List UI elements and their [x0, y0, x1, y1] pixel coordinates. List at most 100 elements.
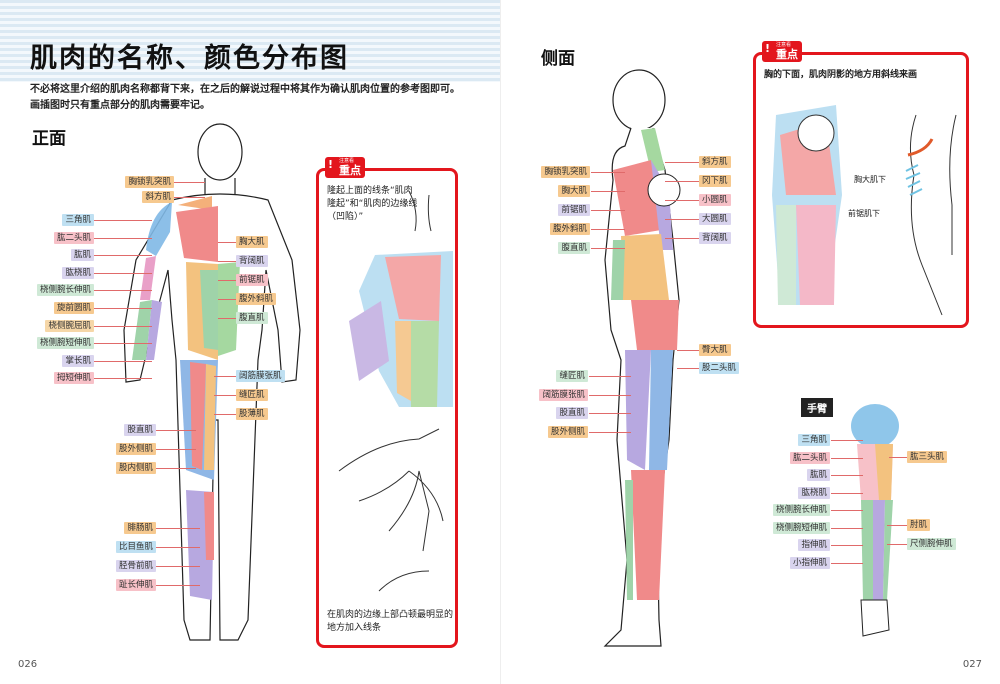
leader-line [831, 492, 863, 494]
muscle-label: 小圆肌 [699, 194, 731, 206]
muscle-label: 股内侧肌 [115, 462, 156, 474]
muscle-label: 股薄肌 [236, 408, 268, 420]
muscle-label: 腓肠肌 [124, 522, 156, 534]
note-chest: 胸大肌下 [854, 175, 886, 184]
muscle-label: 腹直肌 [236, 312, 268, 324]
muscle-label: 前锯肌 [236, 274, 268, 286]
muscle-label: 桡侧腕短伸肌 [772, 521, 830, 534]
leader-line [94, 325, 152, 327]
leader-line [174, 182, 205, 183]
torso-sketch [338, 190, 453, 592]
muscle-label: 背阔肌 [236, 255, 268, 267]
callout-front: !注意看重点 隆起上面的线条“肌肉隆起”和“肌肉的边缘线（凹陷）” 在肌肉的边缘… [316, 157, 458, 648]
leader-line [94, 255, 152, 257]
page-number-left: 026 [18, 659, 38, 670]
leader-line [589, 431, 631, 433]
leader-line [218, 299, 236, 300]
page-title: 肌肉的名称、颜色分布图 [30, 43, 349, 74]
muscle-label: 小指伸肌 [789, 556, 830, 569]
muscle-label: 旋前圆肌 [53, 302, 94, 314]
muscle-label: 肘肌 [907, 519, 931, 531]
leader-line [831, 562, 863, 564]
muscle-label: 股外侧肌 [115, 443, 156, 455]
leader-line [218, 242, 236, 243]
leader-line [591, 210, 625, 211]
muscle-label: 阔筋膜张肌 [236, 370, 285, 382]
muscle-label: 腹外斜肌 [549, 223, 590, 235]
leader-line [831, 545, 863, 546]
leader-line [94, 308, 152, 309]
leader-line [591, 229, 625, 230]
muscle-label: 指伸肌 [798, 539, 830, 551]
leader-line [589, 376, 631, 377]
leader-line [94, 343, 152, 345]
muscle-label: 臀大肌 [699, 344, 731, 356]
leader-line [156, 547, 200, 548]
exclamation-icon: ! [328, 158, 334, 171]
muscle-label: 肱三头肌 [907, 451, 948, 463]
right-page: 侧面 胸锁乳突肌胸大肌前锯肌腹外斜肌腹直肌 斜方肌冈下肌小圆肌大圆肌背阔肌 臀大… [500, 0, 1000, 684]
muscle-label: 尺侧腕伸肌 [907, 538, 956, 550]
chest-sketch [772, 105, 957, 316]
leader-line [665, 162, 699, 163]
section-side: 侧面 [539, 44, 575, 71]
exclamation-icon: ! [765, 42, 771, 55]
muscle-label: 肱桡肌 [798, 486, 830, 499]
callout-text-bottom: 在肌肉的边缘上部凸顿最明显的地方加入线条 [327, 610, 454, 633]
intro-line-2: 画插图时只有重点部分的肌肉需要牢记。 [30, 100, 210, 111]
leader-line [218, 318, 236, 319]
leader-line [174, 197, 205, 198]
muscle-label: 股直肌 [556, 407, 588, 419]
muscle-label: 胸锁乳突肌 [125, 176, 174, 188]
arm-figure [851, 404, 899, 637]
leader-line [665, 181, 699, 182]
muscle-label: 掌长肌 [62, 354, 94, 367]
title-stripe [0, 0, 500, 82]
arm-section-label: 手臂 [801, 398, 833, 417]
leader-line [94, 237, 152, 239]
leader-line [831, 440, 863, 441]
leader-line [665, 200, 699, 201]
callout-text-side: 胸的下面，肌肉阴影的地方用斜线来画 [764, 70, 918, 80]
intro-line-1: 不必将这里介绍的肌肉名称都背下来，在之后的解说过程中将其作为确认肌肉位置的参考图… [30, 84, 460, 95]
muscle-label: 趾长伸肌 [115, 579, 156, 591]
leader-line [94, 378, 152, 380]
leader-line [677, 368, 699, 369]
leader-line [665, 219, 699, 220]
leader-line [156, 528, 200, 529]
leader-line [887, 544, 907, 545]
leader-line [156, 566, 200, 567]
leader-line [889, 457, 907, 458]
muscle-label: 大圆肌 [699, 213, 731, 225]
muscle-label: 桡侧腕短伸肌 [36, 337, 94, 350]
muscle-label: 比目鱼肌 [115, 541, 156, 553]
muscle-label: 肱肌 [806, 469, 830, 481]
leader-line [831, 457, 863, 459]
muscle-label: 股二头肌 [699, 362, 740, 374]
leader-line [214, 376, 236, 377]
muscle-label: 拇短伸肌 [53, 372, 94, 385]
leader-line [94, 220, 152, 221]
leader-line [94, 360, 152, 362]
callout-side: !注意看重点 胸的下面，肌肉阴影的地方用斜线来画 胸大肌下 前锯肌下 [753, 41, 969, 328]
leader-line [831, 475, 863, 476]
muscle-label: 胸大肌 [236, 236, 268, 248]
leader-line [156, 585, 200, 586]
leader-line [589, 413, 631, 414]
page-number-right: 027 [962, 659, 982, 670]
leader-line [591, 248, 625, 249]
left-page: 肌肉的名称、颜色分布图 不必将这里介绍的肌肉名称都背下来，在之后的解说过程中将其… [0, 0, 500, 670]
muscle-label: 腹直肌 [558, 242, 590, 254]
muscle-label: 股外侧肌 [547, 425, 588, 438]
muscle-label: 肱肌 [70, 249, 94, 262]
muscle-label: 三角肌 [62, 214, 94, 226]
muscle-label: 股直肌 [124, 424, 156, 436]
note-serratus: 前锯肌下 [848, 209, 880, 218]
muscle-label: 斜方肌 [699, 156, 731, 168]
leader-line [589, 394, 631, 396]
leader-line [156, 468, 196, 469]
muscle-label: 桡侧腕长伸肌 [36, 284, 94, 297]
muscle-label: 胸锁乳突肌 [541, 166, 590, 178]
muscle-label: 肱桡肌 [62, 266, 94, 279]
muscle-label: 桡侧腕屈肌 [45, 319, 94, 332]
